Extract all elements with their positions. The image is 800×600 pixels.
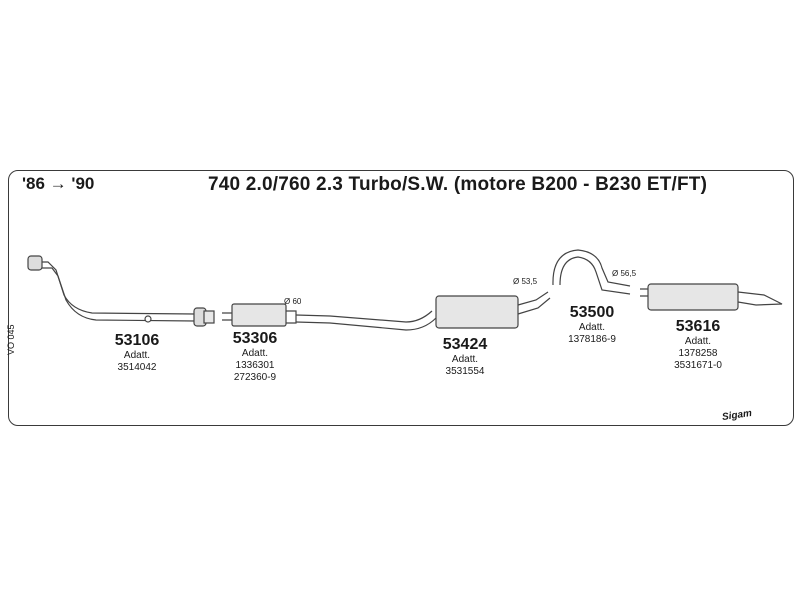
part-line: 3531671-0 [674,360,722,371]
date-range: '86 → '90 [22,174,95,193]
part-line: Adatt. [578,322,606,333]
part-line: Adatt. [241,348,269,359]
part-number: 53616 [675,318,721,335]
part-53616[interactable]: 53616 Adatt. 1378258 3531671-0 [674,318,722,372]
pre-muffler-53306 [222,303,297,327]
part-number: 53424 [442,336,488,353]
front-pipe-53106 [27,255,215,327]
part-53306[interactable]: 53306 Adatt. 1336301 272360-9 [233,330,278,384]
center-muffler-53424 [295,291,551,331]
rear-muffler-53616 [640,283,783,311]
part-line: 272360-9 [233,372,277,383]
part-number: 53306 [232,330,278,347]
part-line: 1336301 [235,360,275,371]
dimension-label: Ø 60 [284,297,302,306]
dimension-label: Ø 53,5 [513,277,538,286]
part-line: 1378258 [678,348,718,359]
part-line: Adatt. [123,350,151,361]
bend-pipe-53500 [552,249,631,295]
diagram-title: 740 2.0/760 2.3 Turbo/S.W. (motore B200 … [208,174,708,195]
part-line: 3531554 [445,366,485,377]
part-53106[interactable]: 53106 Adatt. 3514042 [115,332,160,374]
part-line: Adatt. [451,354,479,365]
part-line: 3514042 [117,362,157,373]
part-53500[interactable]: 53500 Adatt. 1378186-9 [568,304,616,346]
part-53424[interactable]: 53424 Adatt. 3531554 [443,336,488,378]
dimension-label: Ø 56,5 [612,269,637,278]
diagram-frame [8,170,794,426]
catalog-code: VO 045 [6,324,16,355]
part-number: 53106 [114,332,160,349]
part-line: 1378186-9 [568,334,616,345]
part-number: 53500 [569,304,615,321]
part-line: Adatt. [684,336,712,347]
